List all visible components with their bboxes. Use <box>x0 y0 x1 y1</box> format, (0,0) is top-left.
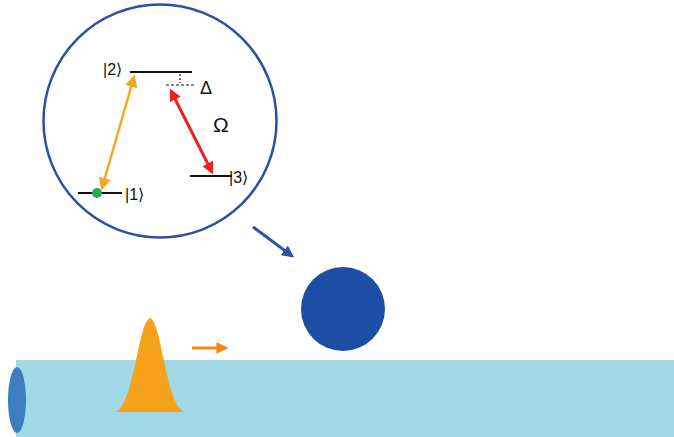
state-label: |2⟩ <box>103 61 122 79</box>
photon-pulse <box>114 318 186 412</box>
rabi-frequency-symbol: Ω <box>213 113 229 136</box>
level-2 <box>130 71 192 73</box>
control-transition <box>171 91 212 172</box>
level-3 <box>190 175 232 177</box>
inset-outline <box>42 3 278 239</box>
detuning-line <box>166 84 194 85</box>
detuning-gap <box>179 74 180 83</box>
waveguide-end <box>8 367 26 433</box>
inset-circle: |2⟩ ΔΩ |1⟩ |3⟩ <box>42 3 278 239</box>
state-label: |1⟩ <box>125 186 144 204</box>
waveguide <box>16 360 674 437</box>
state-label: |3⟩ <box>229 169 248 187</box>
atom <box>301 267 385 351</box>
inset-border <box>44 5 277 238</box>
population-dot <box>92 188 102 198</box>
pointer-arrow <box>253 227 292 256</box>
probe-transition <box>102 77 134 188</box>
detuning-symbol: Δ <box>200 79 212 99</box>
propagation-arrow <box>192 347 226 350</box>
